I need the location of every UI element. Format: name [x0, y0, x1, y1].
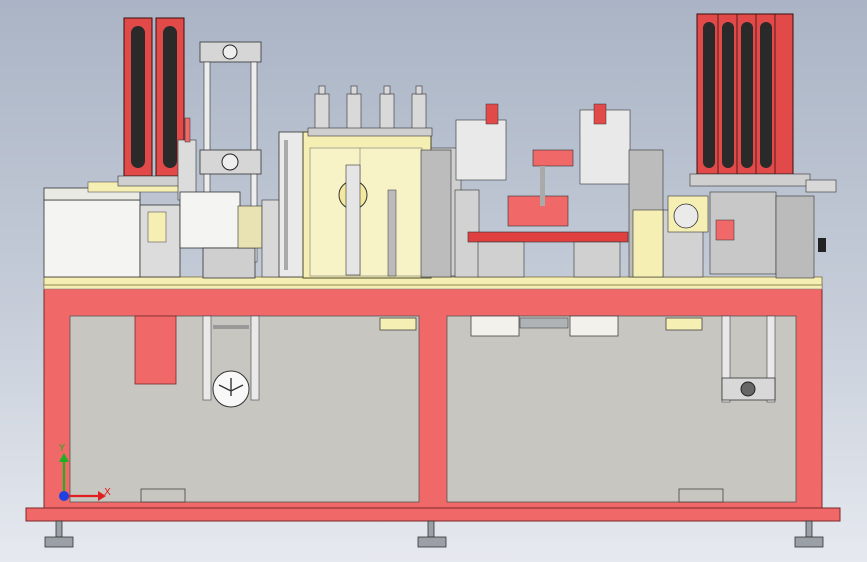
cream-cabinet: [302, 131, 462, 279]
center-mechanism: [420, 103, 704, 278]
leveling-feet: [44, 520, 824, 548]
magazine-columns-right: [689, 13, 811, 187]
base-frame: [25, 507, 841, 548]
cabinet-panel-left: [69, 315, 420, 503]
cabinet-frame: [43, 282, 823, 509]
magazine-columns-left: [117, 17, 191, 187]
triad-x-label: X: [104, 487, 111, 498]
base-plate: [25, 507, 841, 522]
cylinder-icon: [314, 85, 330, 135]
lower-guide-rail-right: [721, 315, 776, 403]
cylinder-row: [307, 85, 433, 137]
cabinet-panel-right: [446, 315, 797, 503]
lower-guide-rail-left: [202, 315, 260, 408]
left-housing: [43, 181, 185, 278]
triad-y-label: Y: [58, 443, 66, 454]
lift-frame-left: [177, 41, 304, 279]
table-top: [43, 276, 823, 286]
right-station: [667, 179, 837, 279]
red-block: [134, 315, 177, 385]
triad-icon: X Y: [58, 443, 111, 501]
